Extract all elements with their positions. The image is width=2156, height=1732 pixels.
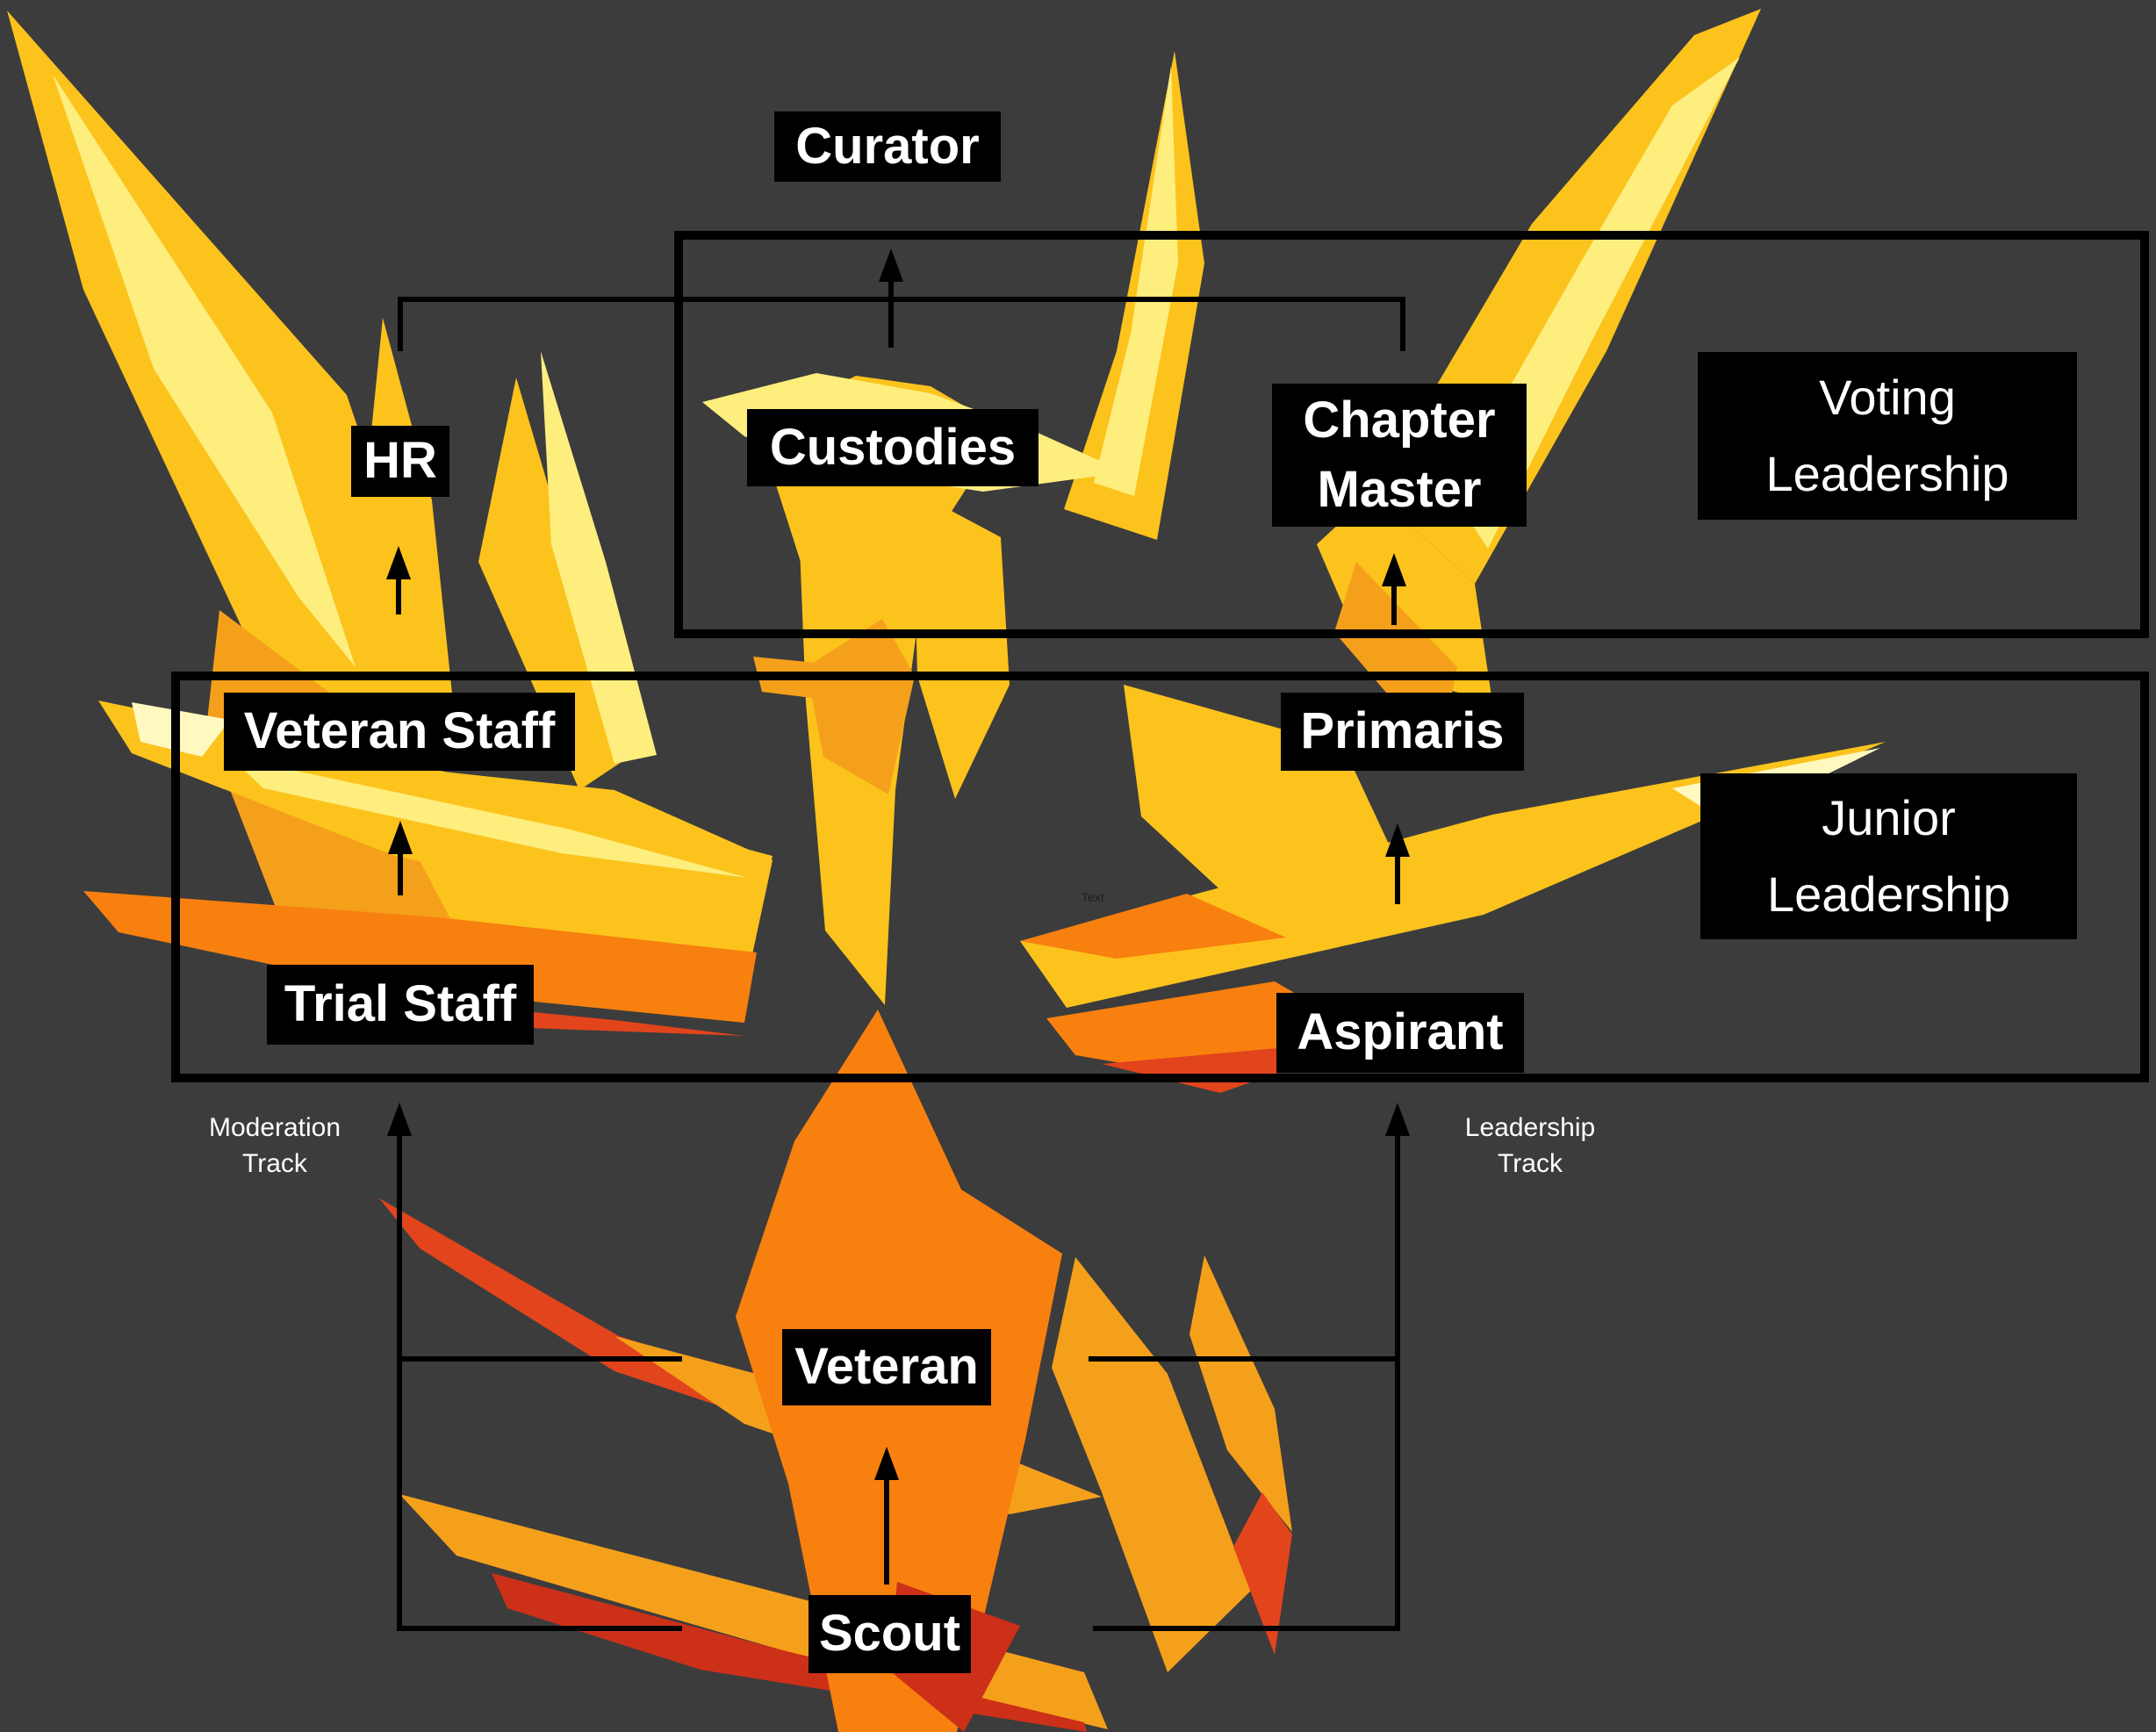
moderation-track-line2: Track	[242, 1148, 307, 1178]
tail-right-red-tip	[1233, 1492, 1292, 1655]
junior-leadership-line1: Junior	[1822, 789, 1956, 845]
group-voting-leadership: Voting Leadership	[1698, 352, 2077, 520]
group-junior-leadership: Junior Leadership	[1700, 773, 2077, 939]
chapter-master-line2: Master	[1317, 460, 1482, 518]
node-veteran: Veteran	[782, 1329, 991, 1405]
tail-right-flame	[1189, 1255, 1292, 1532]
right-wing-inner-highlight	[1094, 66, 1178, 496]
primaris-arrowhead	[1385, 823, 1410, 857]
left-wing-outer-highlight	[53, 75, 356, 667]
leadership-track-bracket	[1093, 1131, 1400, 1631]
leadership-track-line2: Track	[1498, 1148, 1563, 1178]
node-veteran-staff: Veteran Staff	[224, 693, 575, 771]
node-scout: Scout	[808, 1595, 971, 1673]
chapter-master-arrowhead	[1382, 553, 1406, 586]
right-wing-shoulder	[1317, 492, 1492, 702]
voting-leadership-line1: Voting	[1819, 369, 1956, 425]
node-trial-staff: Trial Staff	[267, 965, 534, 1045]
torso-neck	[915, 496, 1010, 799]
curator-arrowhead	[879, 248, 903, 282]
voting-leadership-outline	[674, 231, 2149, 638]
mid-left-blade-tip	[132, 702, 230, 757]
mid-right-blade-shade	[1020, 894, 1286, 959]
node-curator: Curator	[774, 111, 1001, 182]
leadership-track-line1: Leadership	[1464, 1113, 1596, 1142]
left-wing-inner-highlight	[541, 351, 657, 764]
leadership-track-label: Leadership Track	[1465, 1110, 1595, 1182]
left-wing-spike	[358, 318, 452, 720]
node-hr: HR	[351, 426, 449, 497]
moderation-track-bracket	[397, 1131, 682, 1631]
junior-leadership-line2: Leadership	[1766, 866, 2011, 922]
moderation-track-label: Moderation Track	[209, 1110, 341, 1182]
scout-arrowhead	[874, 1447, 899, 1480]
node-aspirant: Aspirant	[1276, 993, 1524, 1073]
chapter-master-line1: Chapter	[1303, 392, 1496, 449]
node-chapter-master: Chapter Master	[1272, 384, 1527, 527]
mid-left-lower-blade	[83, 891, 757, 1023]
junior-leadership-outline	[171, 672, 2149, 1082]
node-primaris: Primaris	[1281, 693, 1524, 771]
voting-leadership-line2: Leadership	[1765, 445, 2009, 501]
top-bracket	[398, 297, 1405, 351]
moderation-track-line1: Moderation	[208, 1113, 341, 1142]
mid-left-blade-highlight	[230, 757, 748, 878]
torso-shade	[806, 619, 915, 794]
hr-arrowhead	[386, 546, 411, 579]
leadership-track-arrowhead	[1385, 1103, 1410, 1136]
moderation-track-arrowhead	[387, 1103, 412, 1136]
stray-text-artifact: Text	[1082, 890, 1104, 904]
veteran-staff-arrowhead	[388, 821, 413, 854]
node-custodies: Custodies	[747, 409, 1038, 486]
